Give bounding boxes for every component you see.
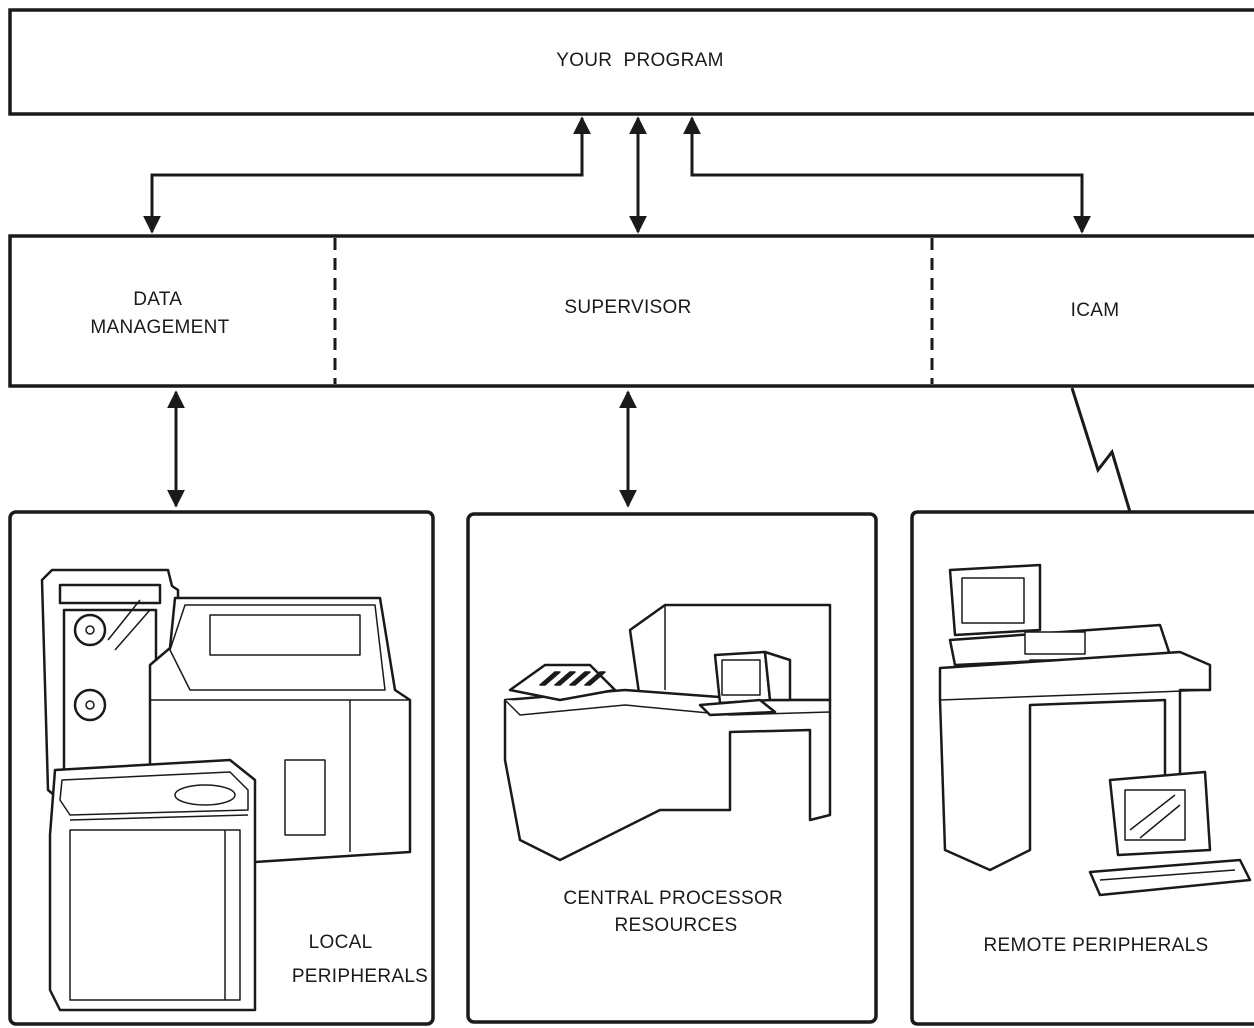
central-processor-label: CENTRAL PROCESSOR RESOURCES	[563, 888, 788, 936]
remote-peripherals-label: REMOTE PERIPHERALS	[983, 935, 1208, 956]
remote-terminal-workstation-icon	[938, 563, 1252, 897]
peripheral-connectors	[167, 387, 1132, 513]
local-peripherals-panel: LOCAL PERIPHERALS	[8, 510, 435, 1026]
processor-console-desk-icon	[503, 603, 832, 862]
data-management-line-2: MANAGEMENT	[90, 317, 229, 338]
remote-peripherals-panel: REMOTE PERIPHERALS	[910, 510, 1254, 1026]
remote-link-lightning	[1070, 387, 1132, 513]
program-connectors	[143, 116, 1091, 234]
icam-connector	[683, 116, 1091, 234]
your-program-label: YOUR PROGRAM	[556, 50, 724, 71]
data-management-line-1: DATA	[133, 289, 182, 310]
local-peripherals-line-2: PERIPHERALS	[292, 966, 428, 987]
data-management-connector	[143, 116, 591, 234]
system-row-box: DATA MANAGEMENT SUPERVISOR ICAM	[8, 234, 1254, 388]
data-management-label: DATA MANAGEMENT	[90, 289, 229, 338]
central-processor-line-1: CENTRAL PROCESSOR	[563, 888, 783, 909]
local-peripherals-label: LOCAL PERIPHERALS	[292, 932, 428, 987]
central-processor-line-2: RESOURCES	[614, 915, 737, 936]
supervisor-label: SUPERVISOR	[564, 297, 691, 318]
icam-label: ICAM	[1071, 300, 1120, 321]
central-processor-panel: CENTRAL PROCESSOR RESOURCES	[466, 512, 878, 1024]
local-peripherals-line-1: LOCAL	[309, 932, 372, 953]
tape-drive-printer-disk-drive-icon	[40, 568, 412, 1012]
your-program-box: YOUR PROGRAM	[8, 8, 1254, 116]
